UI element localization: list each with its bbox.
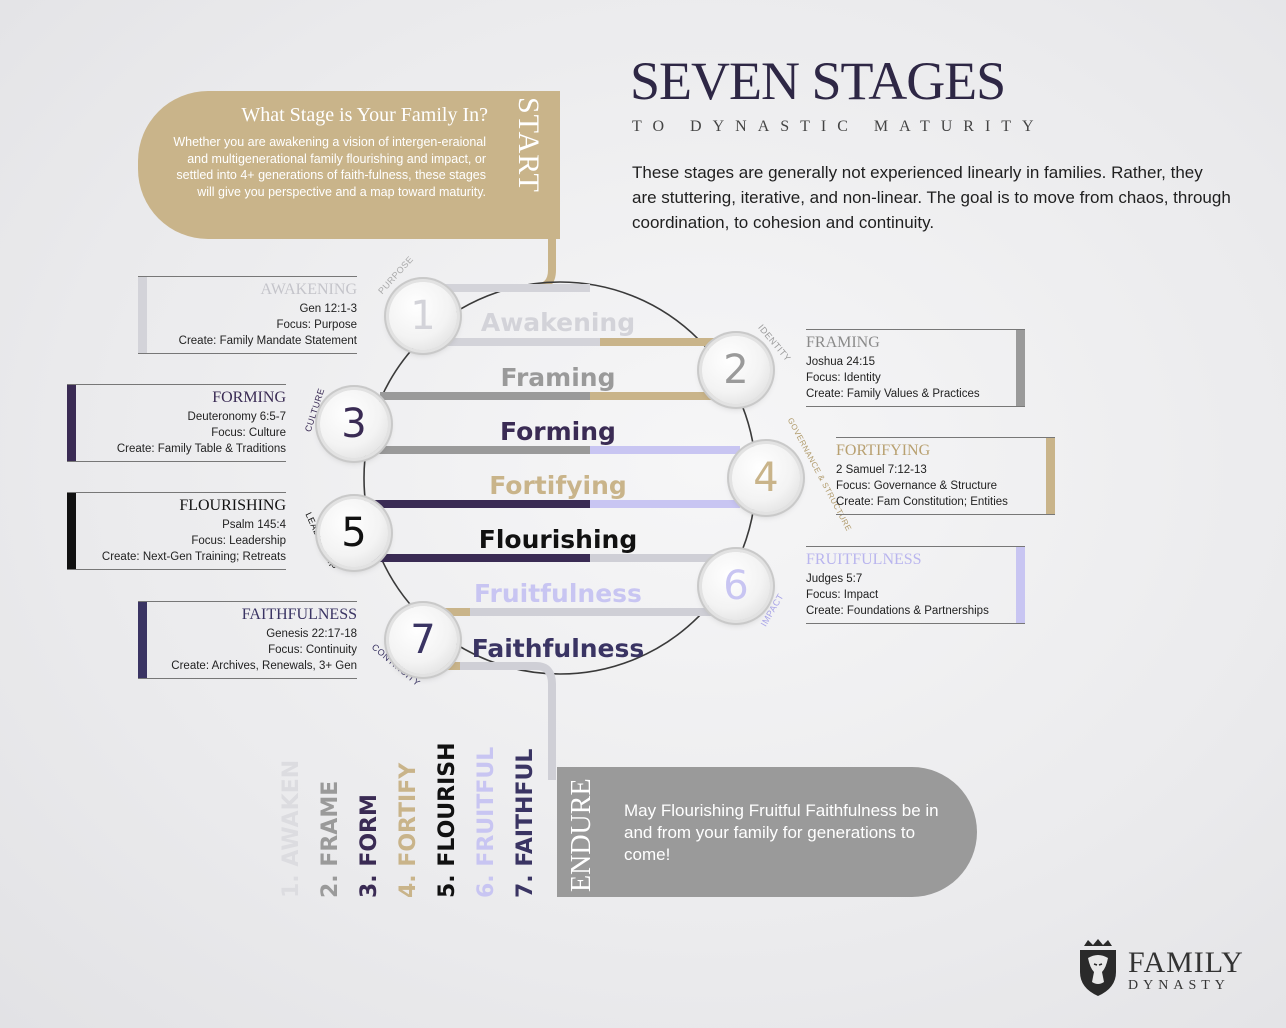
stage-box-focus: Focus: Purpose (276, 319, 357, 331)
stage-circle-5: 5 (320, 499, 388, 567)
start-text: Whether you are awakening a vision of in… (173, 135, 486, 199)
stage-box-create: Create: Fam Constitution; Entities (836, 496, 1008, 508)
stage-box-title: FRUITFULNESS (806, 551, 922, 568)
stage-box-verse: Genesis 22:17-18 (266, 628, 357, 640)
stage-box-verse: Gen 12:1-3 (299, 303, 357, 315)
vertical-list-item-3: 3. FORM (357, 794, 382, 898)
stage-circle-4: 4 (732, 444, 800, 512)
stage-box-2: FRAMING Joshua 24:15 Focus: Identity Cre… (806, 329, 1025, 407)
stage-box-title: FORMING (212, 389, 286, 406)
stage-word-7: Faithfulness (471, 634, 645, 663)
stage-box-create: Create: Next-Gen Training; Retreats (101, 551, 286, 563)
stage-box-6: FRUITFULNESS Judges 5:7 Focus: Impact Cr… (806, 546, 1025, 624)
stage-box-verse: 2 Samuel 7:12-13 (836, 464, 927, 476)
stage-box-5: FLOURISHING Psalm 145:4 Focus: Leadershi… (67, 492, 286, 570)
vertical-list-item-2: 2. FRAME (318, 780, 343, 898)
stage-word-5: Flourishing (478, 525, 638, 554)
stage-box-create: Create: Family Table & Traditions (116, 443, 286, 455)
stage-box-bar (1016, 547, 1025, 623)
endure-panel (557, 767, 977, 897)
page-title: SEVEN STAGES (630, 51, 1006, 111)
endure-text: May Flourishing Fruitful Faithfulness be… (624, 801, 939, 864)
vertical-list-item-6: 6. FRUITFUL (474, 746, 499, 898)
stage-box-verse: Joshua 24:15 (806, 356, 876, 368)
vertical-list-item-7: 7. FAITHFUL (513, 748, 538, 898)
stage-box-focus: Focus: Impact (806, 589, 879, 601)
start-label: START (512, 97, 545, 193)
stage-box-title: FORTIFYING (836, 442, 931, 459)
stage-circle-7: 7 (389, 606, 457, 674)
stage-box-focus: Focus: Governance & Structure (836, 480, 998, 492)
stage-word-6: Fruitfulness (474, 579, 642, 608)
stage-box-create: Create: Archives, Renewals, 3+ Gen (171, 660, 357, 672)
vertical-list-item-5: 5. FLOURISH (435, 742, 460, 898)
stage-word-4: Fortifying (489, 471, 627, 500)
stage-box-bar (138, 277, 147, 353)
vertical-list-item-4: 4. FORTIFY (396, 762, 421, 898)
stage-box-1: AWAKENING Gen 12:1-3 Focus: Purpose Crea… (138, 276, 357, 354)
stage-box-bar (67, 385, 76, 461)
stage-box-verse: Judges 5:7 (806, 573, 863, 585)
stage-box-focus: Focus: Identity (806, 372, 881, 384)
endure-label: ENDURE (566, 778, 597, 892)
stage-box-title: FRAMING (806, 334, 880, 351)
stage-box-focus: Focus: Culture (211, 427, 286, 439)
stage-box-create: Create: Family Values & Practices (806, 388, 980, 400)
stage-box-title: AWAKENING (260, 281, 357, 298)
start-panel (138, 91, 560, 239)
stage-box-focus: Focus: Leadership (191, 535, 286, 547)
stage-circle-1: 1 (389, 282, 457, 350)
stage-box-bar (67, 493, 76, 569)
stage-circle-3: 3 (320, 390, 388, 458)
stage-word-1: Awakening (480, 308, 636, 337)
stage-box-verse: Psalm 145:4 (222, 519, 286, 531)
lion-crest-icon (1080, 939, 1116, 996)
logo-text-dynasty: DYNASTY (1128, 978, 1230, 993)
page-subtitle: TO DYNASTIC MATURITY (632, 118, 1045, 135)
logo-text-family: FAMILY (1128, 946, 1244, 979)
stage-box-bar (138, 602, 147, 678)
stage-box-bar (1046, 438, 1055, 514)
stage-box-bar (1016, 330, 1025, 406)
stage-box-create: Create: Family Mandate Statement (178, 335, 357, 347)
vertical-list-item-1: 1. AWAKEN (279, 759, 304, 898)
stage-box-verse: Deuteronomy 6:5-7 (187, 411, 286, 423)
stage-box-title: FAITHFULNESS (241, 606, 357, 623)
stage-word-2: Framing (500, 363, 616, 392)
stage-box-focus: Focus: Continuity (268, 644, 357, 656)
stage-circle-6: 6 (702, 552, 770, 620)
start-title: What Stage is Your Family In? (241, 104, 488, 126)
stage-box-create: Create: Foundations & Partnerships (806, 605, 989, 617)
intro-text: These stages are generally not experienc… (632, 163, 1231, 232)
stage-box-3: FORMING Deuteronomy 6:5-7 Focus: Culture… (67, 384, 286, 462)
stage-box-title: FLOURISHING (179, 497, 286, 514)
endure-connector (460, 662, 556, 780)
start-connector (440, 230, 556, 292)
stage-box-7: FAITHFULNESS Genesis 22:17-18 Focus: Con… (138, 601, 357, 679)
stage-box-4: FORTIFYING 2 Samuel 7:12-13 Focus: Gover… (836, 437, 1055, 515)
stage-word-3: Forming (500, 417, 616, 446)
stage-circle-2: 2 (702, 336, 770, 404)
